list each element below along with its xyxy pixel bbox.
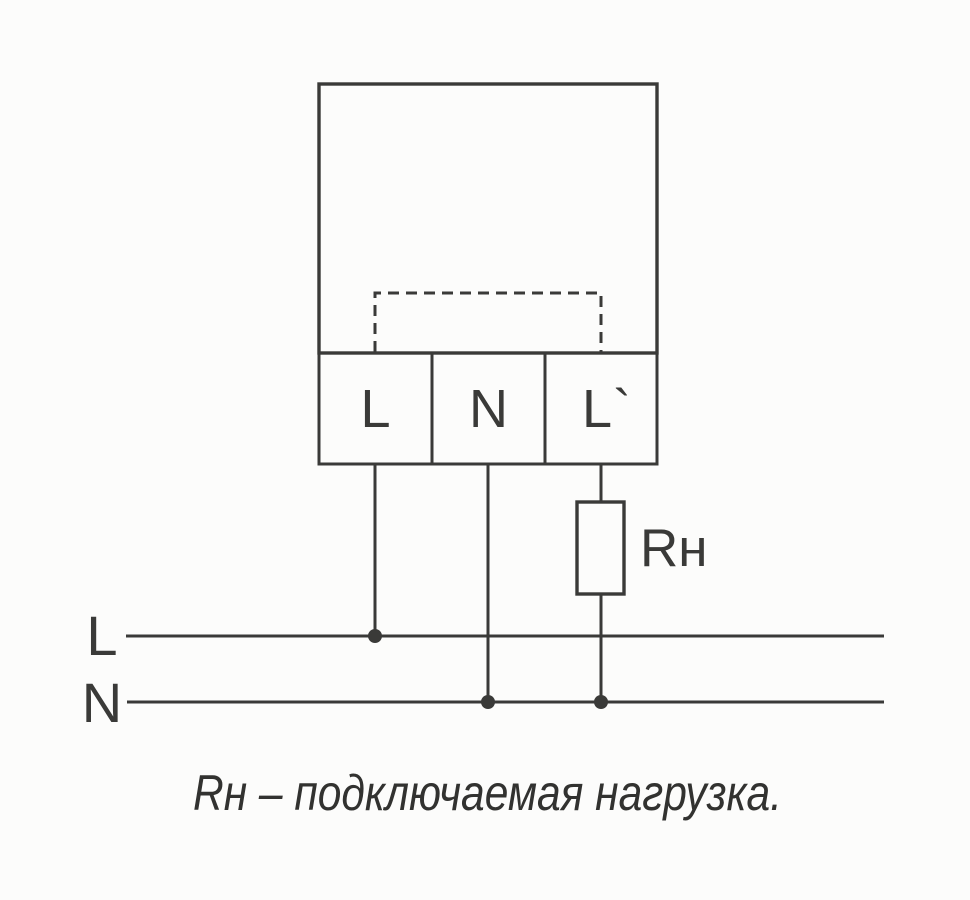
terminal-label-n: N	[469, 379, 509, 439]
load-label: Rн	[640, 519, 708, 578]
caption: Rн – подключаемая нагрузка.	[193, 765, 782, 821]
bus-label-n: N	[82, 671, 122, 734]
internal-contact-dashed-outline	[373, 291, 603, 352]
terminal-label-l-prime: L`	[582, 379, 632, 439]
bus-label-l: L	[86, 604, 117, 667]
terminal-label-l: L	[360, 379, 391, 439]
device-body	[317, 82, 659, 355]
junction-dot-n	[481, 695, 495, 709]
junction-dot-load-n	[594, 695, 608, 709]
load-resistor	[575, 500, 626, 596]
junction-dot-l	[368, 629, 382, 643]
